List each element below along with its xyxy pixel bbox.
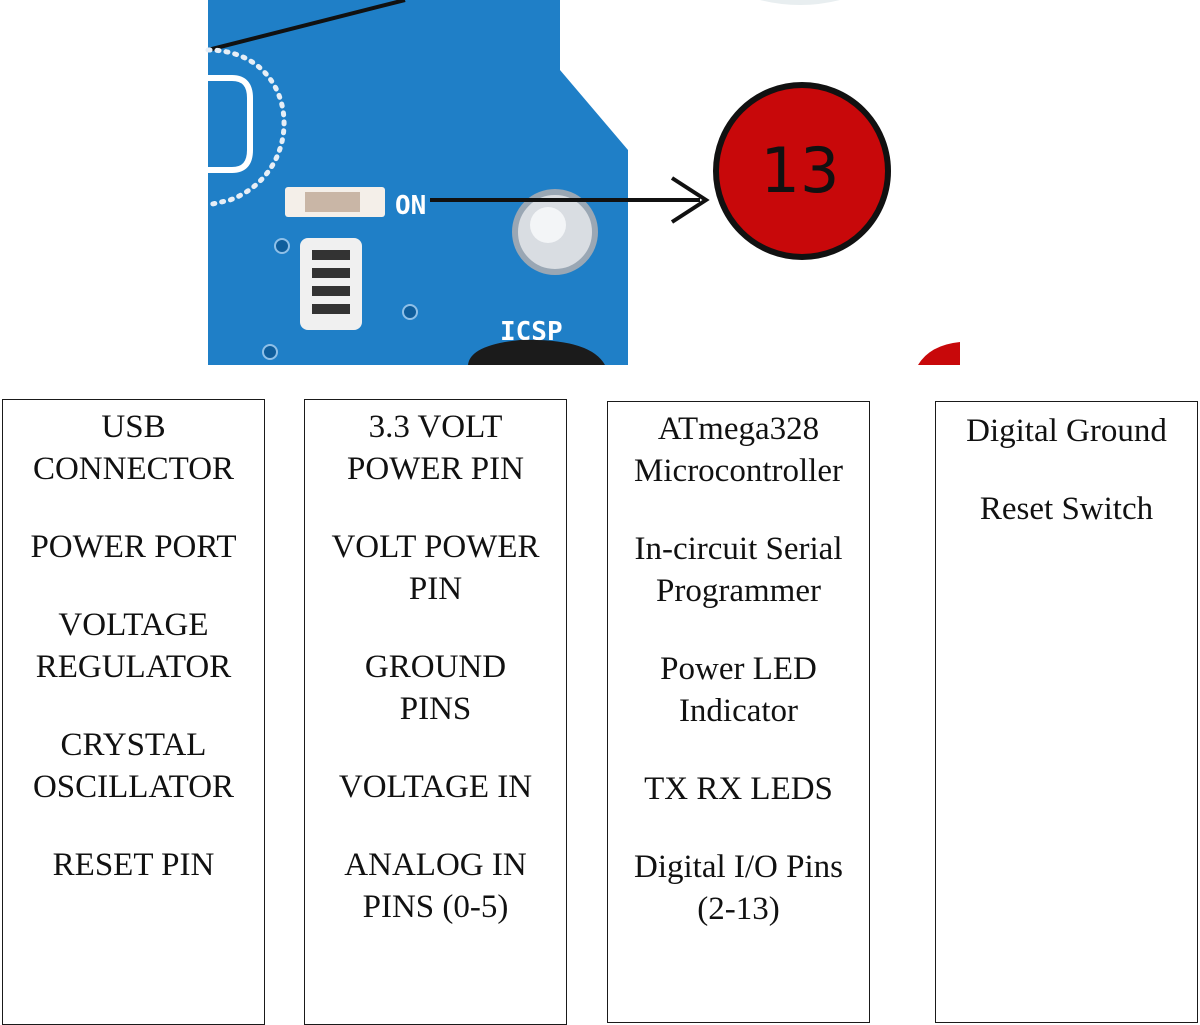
neighbor-callout-partial (918, 342, 960, 365)
legend-item: ANALOG IN PINS (0-5) (305, 844, 566, 928)
legend-item: Reset Switch (936, 488, 1197, 530)
via (275, 239, 289, 253)
legend-item: VOLT POWER PIN (305, 526, 566, 610)
on-label: ON (395, 191, 426, 221)
legend-item: Digital I/O Pins (2-13) (608, 846, 869, 930)
legend-column-1: USB CONNECTOR POWER PORT VOLTAGE REGULAT… (2, 399, 265, 1025)
legend-item: 3.3 VOLT POWER PIN (305, 406, 566, 490)
legend-item: POWER PORT (3, 526, 264, 568)
legend-column-4: Digital Ground Reset Switch (935, 401, 1198, 1023)
legend-item: VOLTAGE REGULATOR (3, 604, 264, 688)
arduino-board-crop: ON ICSP 13 (0, 0, 1200, 365)
legend-column-3: ATmega328 Microcontroller In-circuit Ser… (607, 401, 870, 1023)
legend-item: ATmega328 Microcontroller (608, 408, 869, 492)
legend-item: In-circuit Serial Programmer (608, 528, 869, 612)
legend-column-2: 3.3 VOLT POWER PIN VOLT POWER PIN GROUND… (304, 399, 567, 1025)
pcb-board (208, 0, 628, 365)
via (263, 345, 277, 359)
legend-item: RESET PIN (3, 844, 264, 886)
legend-item: VOLTAGE IN (305, 766, 566, 808)
via (403, 305, 417, 319)
legend-item: Digital Ground (936, 410, 1197, 452)
callout-number: 13 (761, 134, 840, 207)
legend-item: Power LED Indicator (608, 648, 869, 732)
neighbor-callout-edge (760, 0, 840, 5)
legend-item: USB CONNECTOR (3, 406, 264, 490)
legend-item: CRYSTAL OSCILLATOR (3, 724, 264, 808)
legend-item: GROUND PINS (305, 646, 566, 730)
legend-item: TX RX LEDS (608, 768, 869, 810)
